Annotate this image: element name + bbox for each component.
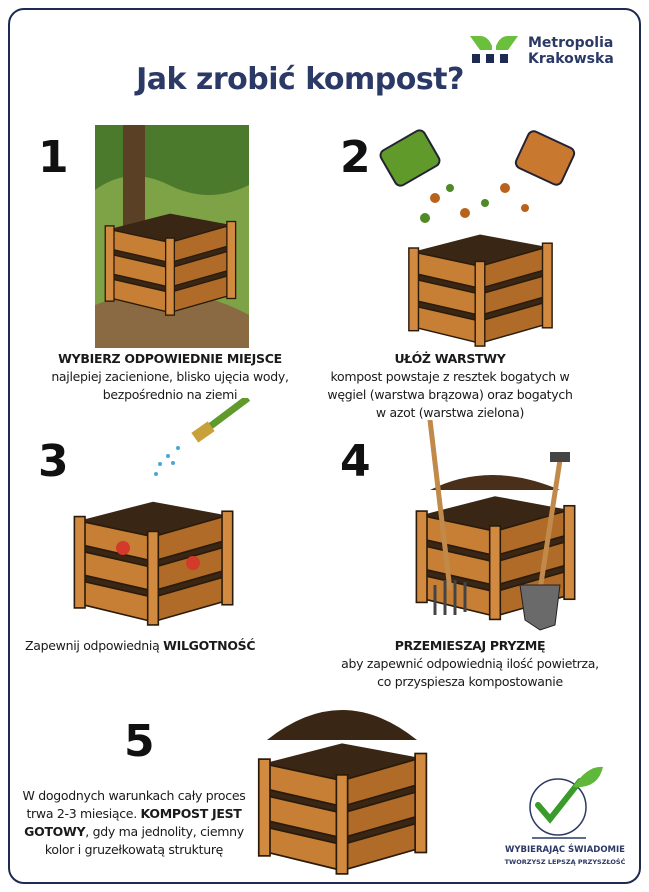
- badge-line-2: TWORZYSZ LEPSZĄ PRZYSZŁOŚĆ: [504, 858, 626, 866]
- step-4-caption: PRZEMIESZAJ PRYZMĘ aby zapewnić odpowied…: [330, 637, 610, 691]
- step-2-number: 2: [340, 132, 371, 183]
- step-4-line: aby zapewnić odpowiednią ilość powietrza…: [341, 656, 599, 671]
- step-5-number: 5: [124, 716, 155, 767]
- page-frame: [8, 8, 641, 884]
- logo-text: Metropolia Krakowska: [528, 35, 614, 67]
- step-5-illustration: [252, 695, 432, 881]
- checkmark-leaf-icon: [518, 765, 608, 840]
- step-3-bold: WILGOTNOŚĆ: [163, 638, 256, 653]
- step-3-text: Zapewnij odpowiednią: [25, 638, 164, 653]
- logo-line-1: Metropolia: [528, 35, 614, 51]
- badge-line-1: WYBIERAJĄC ŚWIADOMIE: [505, 845, 625, 855]
- step-2-illustration: [375, 128, 585, 350]
- step-4-number: 4: [340, 436, 371, 487]
- step-1-heading: WYBIERZ ODPOWIEDNIE MIEJSCE: [58, 351, 282, 366]
- step-4-line: co przyspiesza kompostowanie: [377, 674, 563, 689]
- step-5-line: W dogodnych warunkach cały proces: [22, 788, 246, 803]
- step-4-heading: PRZEMIESZAJ PRYZMĘ: [394, 638, 546, 653]
- step-5-bold: KOMPOST JEST: [140, 806, 242, 821]
- step-5-bold: GOTOWY: [24, 824, 86, 839]
- page-title: Jak zrobić kompost?: [136, 62, 464, 97]
- step-2-line: węgiel (warstwa brązowa) oraz bogatych: [327, 387, 573, 402]
- step-2-caption: UŁÓŻ WARSTWY kompost powstaje z resztek …: [320, 350, 580, 422]
- step-4-illustration: [410, 419, 585, 632]
- step-3-number: 3: [38, 436, 69, 487]
- step-3-illustration: [68, 395, 251, 636]
- step-5-text: trwa 2-3 miesiące.: [26, 806, 141, 821]
- step-5-caption: W dogodnych warunkach cały proces trwa 2…: [18, 787, 250, 859]
- step-3-caption: Zapewnij odpowiednią WILGOTNOŚĆ: [25, 637, 256, 655]
- step-1-caption: WYBIERZ ODPOWIEDNIE MIEJSCE najlepiej za…: [20, 350, 320, 404]
- step-1-number: 1: [38, 132, 69, 183]
- logo-line-2: Krakowska: [528, 51, 614, 67]
- metropolia-logo-icon: [470, 34, 520, 66]
- step-1-line: najlepiej zacienione, blisko ujęcia wody…: [51, 369, 289, 384]
- step-2-line: w azot (warstwa zielona): [375, 405, 525, 420]
- step-5-line: kolor i gruzełkowatą strukturę: [44, 842, 224, 857]
- step-5-text: , gdy ma jednolity, ciemny: [85, 824, 244, 839]
- step-1-line: bezpośrednio na ziemi: [102, 387, 238, 402]
- step-2-heading: UŁÓŻ WARSTWY: [394, 351, 506, 366]
- step-2-line: kompost powstaje z resztek bogatych w: [330, 369, 570, 384]
- step-1-illustration: [95, 125, 249, 348]
